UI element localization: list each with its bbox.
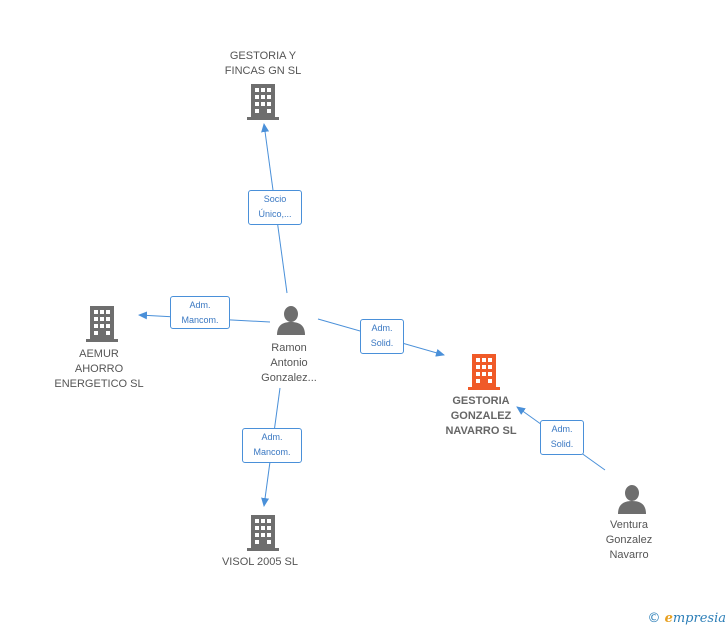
label-line: Ventura (610, 519, 648, 531)
person-icon[interactable] (617, 484, 647, 514)
copyright-symbol: © (647, 611, 661, 626)
building-icon-main[interactable] (468, 354, 500, 390)
label-line: AHORRO (74, 363, 124, 375)
label-line: Navarro (609, 549, 649, 561)
edge-label-line: Solid. (550, 439, 574, 449)
edge-label-line: Único,... (258, 209, 292, 219)
node-label-ramon[interactable]: Ramon Antonio Gonzalez... (239, 341, 339, 386)
building-icon[interactable] (247, 84, 279, 120)
node-label-visol[interactable]: VISOL 2005 SL (210, 555, 310, 570)
node-label-gestoria-fincas[interactable]: GESTORIA Y FINCAS GN SL (213, 49, 313, 79)
node-label-ventura[interactable]: Ventura Gonzalez Navarro (579, 518, 679, 563)
edge-label-line: Socio (263, 194, 287, 204)
label-line: Ramon (271, 342, 307, 354)
edge-label-mancom-left[interactable]: Adm. Mancom. (170, 296, 230, 329)
edge-label-mancom-down[interactable]: Adm. Mancom. (242, 428, 302, 463)
label-line: Antonio (270, 357, 308, 369)
edge-label-line: Mancom. (253, 447, 291, 457)
brand-name-rest: mpresia (672, 611, 726, 626)
node-label-aemur[interactable]: AEMUR AHORRO ENERGETICO SL (49, 347, 149, 392)
edge-label-line: Adm. (371, 323, 393, 333)
label-line: AEMUR (79, 348, 119, 360)
edge-label-line: Solid. (370, 338, 394, 348)
person-icon[interactable] (276, 305, 306, 335)
edge-label-line: Mancom. (181, 315, 219, 325)
edge-label-line: Adm. (261, 432, 283, 442)
label-line: VISOL 2005 SL (221, 556, 299, 568)
edge-label-socio[interactable]: Socio Único,... (248, 190, 302, 225)
label-line: ENERGETICO SL (54, 378, 144, 390)
building-icon[interactable] (247, 515, 279, 551)
label-line: Gonzalez (605, 534, 653, 546)
label-line: GONZALEZ (450, 410, 512, 422)
edge-label-solid-ventura[interactable]: Adm. Solid. (540, 420, 584, 455)
label-line: Gonzalez... (261, 372, 317, 384)
label-line: GESTORIA (452, 395, 510, 407)
edge-label-line: Adm. (551, 424, 573, 434)
label-line: FINCAS GN SL (224, 65, 302, 77)
node-label-gestoria-gonzalez[interactable]: GESTORIA GONZALEZ NAVARRO SL (431, 394, 531, 439)
brand-logo[interactable]: © empresia (647, 611, 726, 626)
edge-label-solid-ramon[interactable]: Adm. Solid. (360, 319, 404, 354)
label-line: NAVARRO SL (445, 425, 517, 437)
label-line: GESTORIA Y (229, 50, 297, 62)
edge-label-line: Adm. (189, 300, 211, 310)
brand-first-letter: e (664, 611, 673, 626)
building-icon[interactable] (86, 306, 118, 342)
